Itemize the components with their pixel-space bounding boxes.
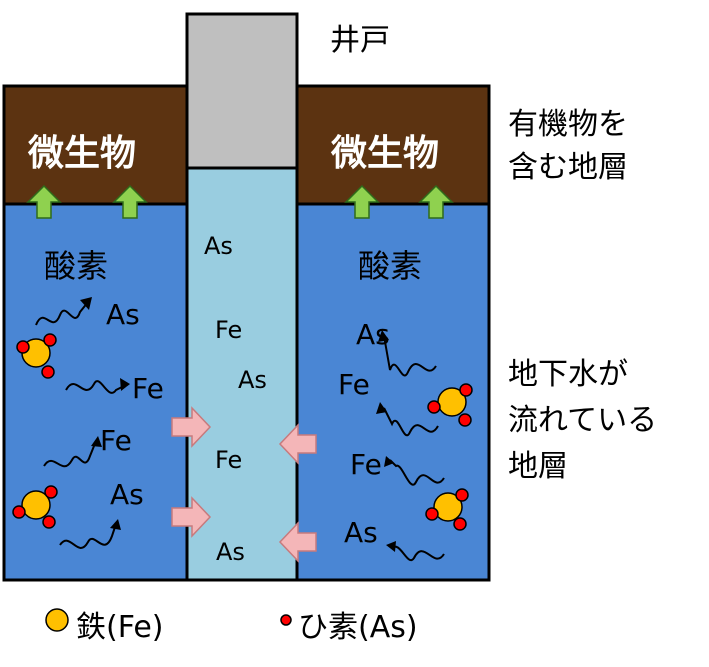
arrowhead-3	[91, 436, 102, 447]
aquifer-label-1: 地下水が	[508, 357, 628, 392]
arrowhead-5	[378, 330, 389, 342]
organic-soil-left	[2, 84, 189, 206]
wavy-arrow-4	[59, 523, 117, 549]
fe-label-left-2: Fe	[100, 424, 132, 457]
fe-label-well-1: Fe	[215, 316, 243, 344]
aquifer-label-3: 地層	[508, 449, 568, 484]
well-casing	[185, 12, 299, 170]
as-label-right-2: As	[344, 516, 378, 549]
fe-label-well-2: Fe	[215, 446, 243, 474]
arrowhead-1	[80, 297, 92, 310]
green-arrow-2	[112, 184, 148, 219]
fe-as-cluster-1	[16, 333, 57, 379]
organic-soil-right	[295, 84, 491, 206]
fe-label-right-2: Fe	[350, 448, 382, 481]
oxygen-label-left: 酸素	[44, 247, 109, 285]
as-label-left-2: As	[110, 478, 144, 511]
arrowhead-6	[376, 402, 387, 414]
as-label-well-2: As	[238, 366, 267, 394]
legend-arsenic-label: ひ素(As)	[298, 610, 418, 645]
wavy-arrow-5	[383, 335, 437, 377]
wavy-arrow-8	[391, 545, 445, 562]
wavy-arrow-2	[65, 380, 127, 394]
fe-label-right-1: Fe	[338, 368, 370, 401]
arrowhead-2	[120, 378, 130, 391]
legend-iron-marker	[45, 608, 69, 632]
green-arrow-3	[344, 184, 380, 219]
inflow-arrow-left-2	[171, 496, 212, 538]
arrowhead-4	[110, 519, 121, 530]
green-arrow-4	[418, 184, 454, 219]
arrowhead-8	[386, 541, 396, 552]
inflow-arrow-right-1	[278, 423, 317, 465]
fe-as-cluster-2	[12, 485, 58, 529]
oxygen-label-right: 酸素	[358, 247, 423, 285]
as-label-right-1: As	[356, 318, 390, 351]
legend-arsenic-marker	[280, 614, 292, 626]
wavy-arrow-3	[43, 440, 97, 468]
as-label-left-1: As	[106, 298, 140, 331]
fe-as-cluster-4	[425, 488, 469, 531]
inflow-arrow-left-1	[171, 406, 212, 448]
as-label-well-1: As	[204, 232, 233, 260]
legend-iron-label: 鉄(Fe)	[76, 610, 164, 645]
aquifer-label-2: 流れている	[508, 403, 658, 438]
microbe-label-left: 微生物	[28, 133, 137, 174]
well-label: 井戸	[330, 23, 390, 58]
green-arrow-1	[26, 184, 62, 219]
wavy-arrow-1	[35, 301, 89, 326]
microbe-label-right: 微生物	[331, 133, 440, 174]
as-label-well-3: As	[216, 538, 245, 566]
organic-layer-label-2: 含む地層	[508, 150, 628, 185]
wavy-arrow-7	[389, 459, 445, 486]
arrowhead-7	[384, 456, 394, 467]
inflow-arrow-right-2	[278, 521, 317, 563]
wavy-arrow-6	[383, 407, 439, 437]
organic-layer-label-1: 有機物を	[508, 107, 628, 142]
fe-label-left-1: Fe	[132, 372, 164, 405]
fe-as-cluster-3	[427, 383, 473, 427]
